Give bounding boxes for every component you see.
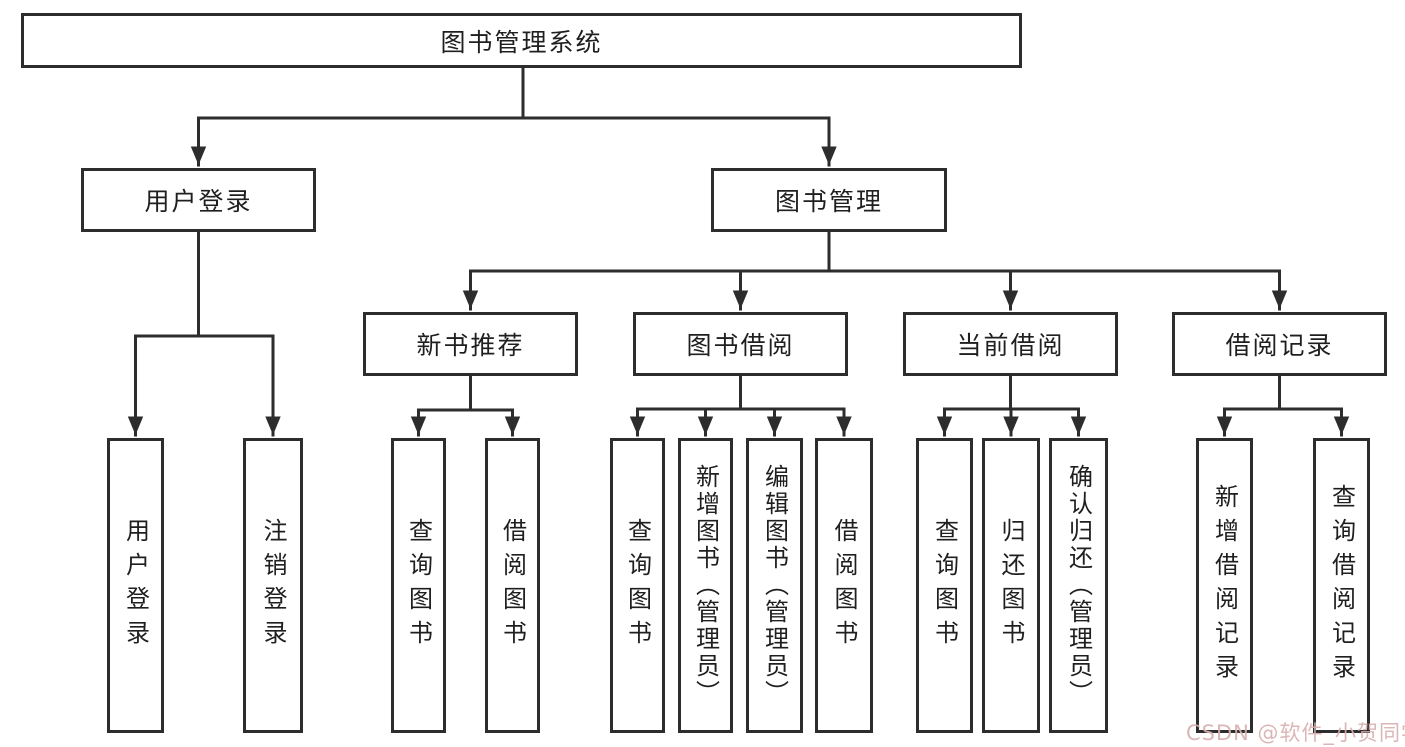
node-book-borrow: 图书借阅: [633, 312, 848, 376]
leaf-recommend-query-books-label: 查询图书: [404, 517, 433, 654]
node-new-book-recommend: 新书推荐: [363, 312, 578, 376]
leaf-add-books-admin: 新增图书（管理员）: [678, 438, 733, 733]
leaf-user-login-label: 用户登录: [121, 517, 150, 654]
leaf-recommend-borrow-books: 借阅图书: [485, 438, 540, 733]
node-user-login: 用户登录: [81, 168, 316, 232]
node-borrow-records-label: 借阅记录: [1225, 331, 1334, 360]
leaf-borrow-books: 借阅图书: [815, 438, 873, 733]
leaf-edit-books-admin: 编辑图书（管理员）: [746, 438, 803, 733]
node-book-management-label: 图书管理: [774, 187, 883, 216]
leaf-recommend-query-books: 查询图书: [391, 438, 446, 733]
node-root: 图书管理系统: [21, 13, 1022, 68]
leaf-query-borrow-record-label: 查询借阅记录: [1327, 483, 1356, 688]
leaf-add-borrow-record: 新增借阅记录: [1196, 438, 1253, 733]
leaf-recommend-borrow-books-label: 借阅图书: [498, 517, 527, 654]
leaf-current-query-books: 查询图书: [916, 438, 973, 733]
leaf-return-books-label: 归还图书: [997, 517, 1025, 654]
leaf-add-borrow-record-label: 新增借阅记录: [1210, 483, 1239, 688]
node-borrow-records: 借阅记录: [1172, 312, 1387, 376]
node-book-management: 图书管理: [711, 168, 947, 232]
csdn-watermark: CSDN @软件_小贺同学: [1186, 721, 1405, 745]
node-current-borrow: 当前借阅: [903, 312, 1118, 376]
node-root-label: 图书管理系统: [440, 27, 603, 57]
leaf-borrow-query-books-label: 查询图书: [623, 517, 652, 654]
leaf-borrow-query-books: 查询图书: [610, 438, 665, 733]
leaf-query-borrow-record: 查询借阅记录: [1313, 438, 1370, 733]
node-current-borrow-label: 当前借阅: [956, 331, 1065, 360]
node-user-login-label: 用户登录: [144, 187, 253, 216]
leaf-current-query-books-label: 查询图书: [930, 517, 959, 654]
leaf-edit-books-admin-label: 编辑图书（管理员）: [760, 464, 789, 707]
leaf-add-books-admin-label: 新增图书（管理员）: [691, 464, 720, 707]
node-new-book-recommend-label: 新书推荐: [416, 331, 525, 360]
leaf-confirm-return-admin: 确认归还（管理员）: [1049, 438, 1108, 733]
leaf-user-login: 用户登录: [107, 438, 164, 733]
leaf-borrow-books-label: 借阅图书: [830, 517, 858, 654]
node-book-borrow-label: 图书借阅: [686, 331, 795, 360]
leaf-return-books: 归还图书: [982, 438, 1040, 733]
leaf-logout-label: 注销登录: [259, 517, 287, 654]
leaf-confirm-return-admin-label: 确认归还（管理员）: [1064, 464, 1093, 707]
leaf-logout: 注销登录: [243, 438, 303, 733]
